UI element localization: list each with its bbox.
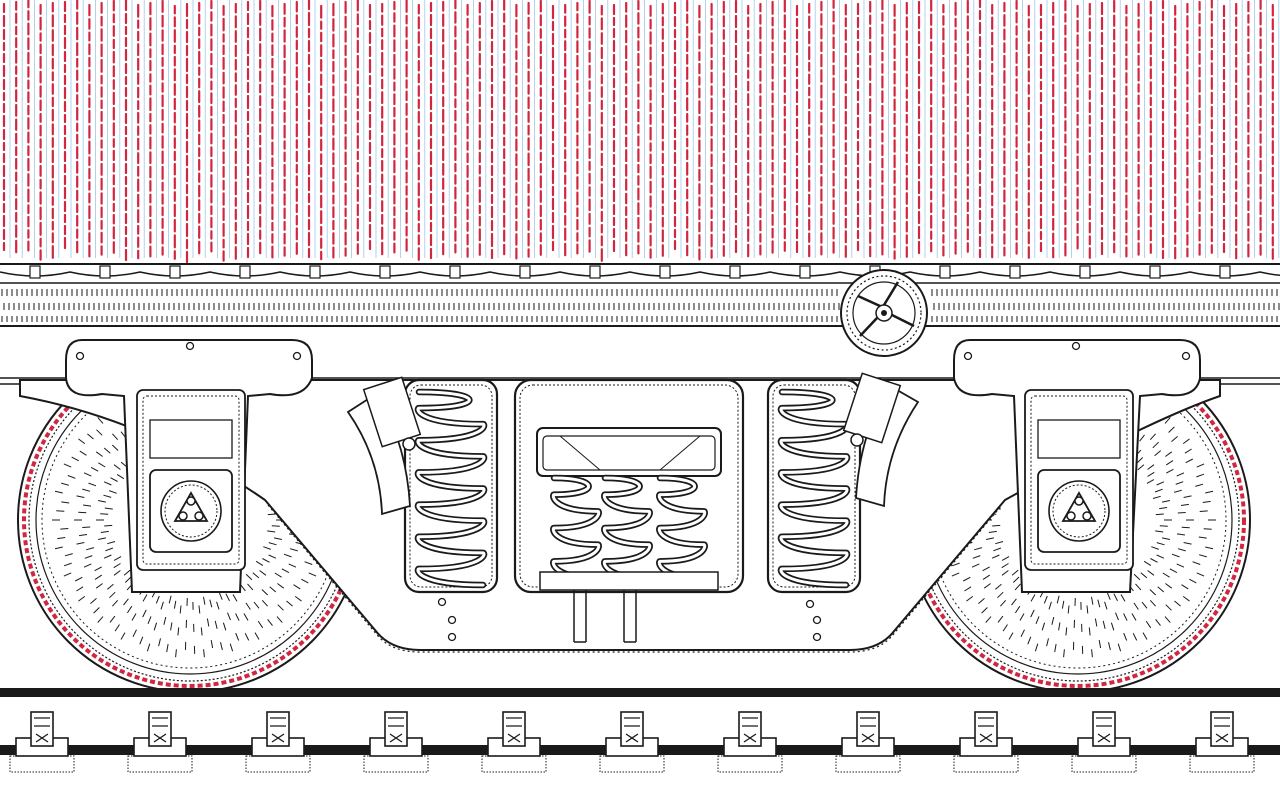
journal-box-right xyxy=(953,339,1201,593)
rail-tie-plate-icon xyxy=(245,711,311,773)
axle-bearing-icon xyxy=(160,480,222,542)
rail-tie-plate-icon xyxy=(9,711,75,773)
car-body-red-dashes xyxy=(2,0,1274,264)
bolster-spring-nest xyxy=(513,378,745,643)
side-frame-lower-edge xyxy=(267,504,1003,653)
rail-tie-plate-icon xyxy=(953,711,1019,773)
rail-head xyxy=(0,688,1280,697)
side-spring-left xyxy=(403,378,499,594)
coil-spring-icon xyxy=(601,474,653,582)
side-spring-right xyxy=(766,378,862,594)
hand-brake-wheel-icon xyxy=(840,269,928,357)
axle-bearing-icon xyxy=(1048,480,1110,542)
rail-tie-plate-icon xyxy=(599,711,665,773)
brake-shoe-right xyxy=(842,372,920,508)
rail-fasteners xyxy=(9,711,1255,773)
rail-tie-plate-icon xyxy=(127,711,193,773)
rail-tie-plate-icon xyxy=(1071,711,1137,773)
rail-tie-plate-icon xyxy=(717,711,783,773)
rail-tie-plate-icon xyxy=(835,711,901,773)
frame-rivet-holes-right xyxy=(805,599,822,642)
railway-track xyxy=(0,688,1280,773)
coil-spring-icon xyxy=(777,388,851,589)
coil-spring-icon xyxy=(550,474,602,582)
spring-seat xyxy=(539,571,719,591)
brake-shoe-left xyxy=(346,376,422,516)
bolster-beam xyxy=(536,427,722,477)
coil-spring-icon xyxy=(414,388,488,589)
journal-box-left xyxy=(65,339,313,593)
car-body-blue-stripes xyxy=(9,0,1280,258)
rail-tie-plate-icon xyxy=(481,711,547,773)
rail-tie-plate-icon xyxy=(1189,711,1255,773)
sill-hatching xyxy=(1,289,1280,322)
coil-spring-icon xyxy=(656,474,708,582)
car-body-background xyxy=(0,0,1280,262)
rail-tie-plate-icon xyxy=(363,711,429,773)
car-body-panel xyxy=(0,0,1280,264)
frame-rivet-holes-left xyxy=(437,597,457,642)
